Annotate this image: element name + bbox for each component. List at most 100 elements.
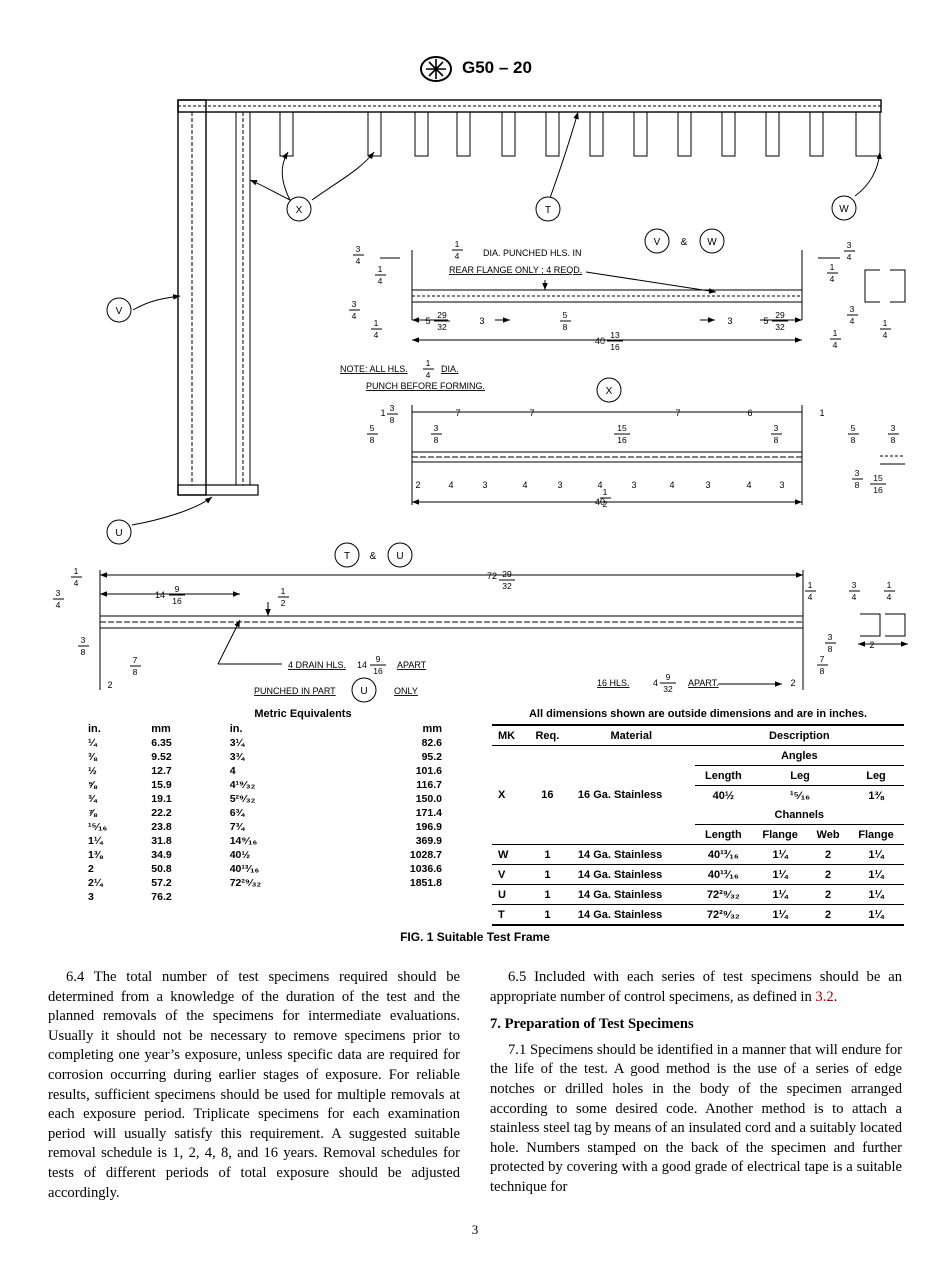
svg-text:8: 8 xyxy=(133,667,138,677)
svg-text:15: 15 xyxy=(617,423,627,433)
svg-text:8: 8 xyxy=(370,435,375,445)
svg-text:3: 3 xyxy=(352,299,357,309)
spec-header-mk: MK xyxy=(492,725,527,746)
svg-text:8: 8 xyxy=(563,322,568,332)
tu-dim-2-right: 2 xyxy=(790,678,795,688)
amp2-label: & xyxy=(370,551,377,562)
spec-table: MK Req. Material Description Angles Leng… xyxy=(492,724,904,926)
svg-text:1: 1 xyxy=(281,586,286,596)
tu-dim-2-left: 2 xyxy=(107,680,112,690)
x-top-dim-2: 7 xyxy=(455,408,460,418)
svg-text:4: 4 xyxy=(883,330,888,340)
svg-text:2: 2 xyxy=(603,499,608,509)
svg-text:8: 8 xyxy=(820,666,825,676)
drain-apart: APART xyxy=(397,660,427,670)
paragraph-6-4: 6.4 The total number of test specimens r… xyxy=(48,969,460,1201)
svg-text:16: 16 xyxy=(172,596,182,606)
metric-header-mm: mm xyxy=(151,723,171,735)
svg-text:4: 4 xyxy=(830,274,835,284)
vw-dim-mid2: 3 xyxy=(727,316,732,326)
svg-text:5: 5 xyxy=(851,423,856,433)
svg-text:4: 4 xyxy=(808,592,813,602)
svg-text:3: 3 xyxy=(56,588,61,598)
x-dim-overall: 40 xyxy=(595,497,605,507)
svg-text:15: 15 xyxy=(873,473,883,483)
x-bottom-dim-1: 2 xyxy=(415,480,420,490)
table-row: X 16 16 Ga. Stainless 40½ ¹⁵⁄₁₆ 1⅜ xyxy=(498,789,884,802)
svg-text:1: 1 xyxy=(808,580,813,590)
bubble-w2-label: W xyxy=(707,237,717,248)
bubble-t-label: T xyxy=(545,205,551,216)
tu-dim-left: 14 xyxy=(155,590,165,600)
channel-header-length: Length xyxy=(694,824,753,845)
svg-text:4: 4 xyxy=(426,370,431,380)
svg-text:3: 3 xyxy=(356,244,361,254)
svg-text:1: 1 xyxy=(887,580,892,590)
x-bottom-dim-5: 3 xyxy=(557,480,562,490)
x-bottom-dim-6: 4 xyxy=(597,480,602,490)
svg-text:16: 16 xyxy=(873,485,883,495)
svg-text:29: 29 xyxy=(437,310,447,320)
drain-label: 4 DRAIN HLS. xyxy=(288,660,346,670)
metric-header-in: in. xyxy=(88,723,101,735)
svg-text:3: 3 xyxy=(81,635,86,645)
svg-text:3: 3 xyxy=(774,423,779,433)
specification-table-block: All dimensions shown are outside dimensi… xyxy=(492,708,904,926)
svg-text:3: 3 xyxy=(828,632,833,642)
svg-text:9: 9 xyxy=(376,654,381,664)
svg-text:4: 4 xyxy=(374,330,379,340)
channel-header-web: Web xyxy=(808,824,849,845)
svg-text:4: 4 xyxy=(833,340,838,350)
svg-text:8: 8 xyxy=(828,644,833,654)
spec-title: All dimensions shown are outside dimensi… xyxy=(528,708,868,720)
svg-text:4: 4 xyxy=(455,251,460,261)
svg-text:8: 8 xyxy=(774,435,779,445)
svg-text:4: 4 xyxy=(352,311,357,321)
x-bottom-dim-4: 4 xyxy=(522,480,527,490)
svg-text:1: 1 xyxy=(74,566,79,576)
figure-caption: FIG. 1 Suitable Test Frame xyxy=(400,930,550,944)
note-line1: NOTE: ALL HLS. xyxy=(340,364,408,374)
svg-text:2: 2 xyxy=(281,598,286,608)
svg-text:4: 4 xyxy=(74,578,79,588)
x-top-dim-3: 7 xyxy=(529,408,534,418)
svg-text:16: 16 xyxy=(617,435,627,445)
vw-note-dia: DIA. PUNCHED HLS. IN xyxy=(483,248,582,258)
svg-text:8: 8 xyxy=(390,415,395,425)
svg-text:3: 3 xyxy=(434,423,439,433)
amp-label: & xyxy=(681,237,688,248)
svg-text:32: 32 xyxy=(663,684,673,694)
hls16-apart: APART. xyxy=(688,678,719,688)
svg-text:16: 16 xyxy=(373,666,383,676)
svg-text:4: 4 xyxy=(850,316,855,326)
svg-text:4: 4 xyxy=(852,592,857,602)
channel-header-flange2: Flange xyxy=(848,824,904,845)
metric-title: Metric Equivalents xyxy=(254,708,352,720)
hls16-val: 4 xyxy=(653,678,658,688)
channel-header-flange1: Flange xyxy=(752,824,809,845)
x-bottom-dim-2: 4 xyxy=(448,480,453,490)
x-bottom-dim-8: 4 xyxy=(669,480,674,490)
section-3-2-link[interactable]: 3.2 xyxy=(815,988,834,1005)
spec-angles-label: Angles xyxy=(694,745,904,766)
svg-text:4: 4 xyxy=(378,276,383,286)
svg-text:1: 1 xyxy=(378,264,383,274)
svg-text:16: 16 xyxy=(610,342,620,352)
spec-header-description: Description xyxy=(694,725,904,746)
bubble-t2-label: T xyxy=(344,551,350,562)
svg-text:3: 3 xyxy=(852,580,857,590)
svg-text:32: 32 xyxy=(775,322,785,332)
svg-text:4: 4 xyxy=(356,256,361,266)
svg-text:3: 3 xyxy=(390,403,395,413)
svg-text:1: 1 xyxy=(603,487,608,497)
body-column-left: 6.4 The total number of test specimens r… xyxy=(48,968,460,1211)
